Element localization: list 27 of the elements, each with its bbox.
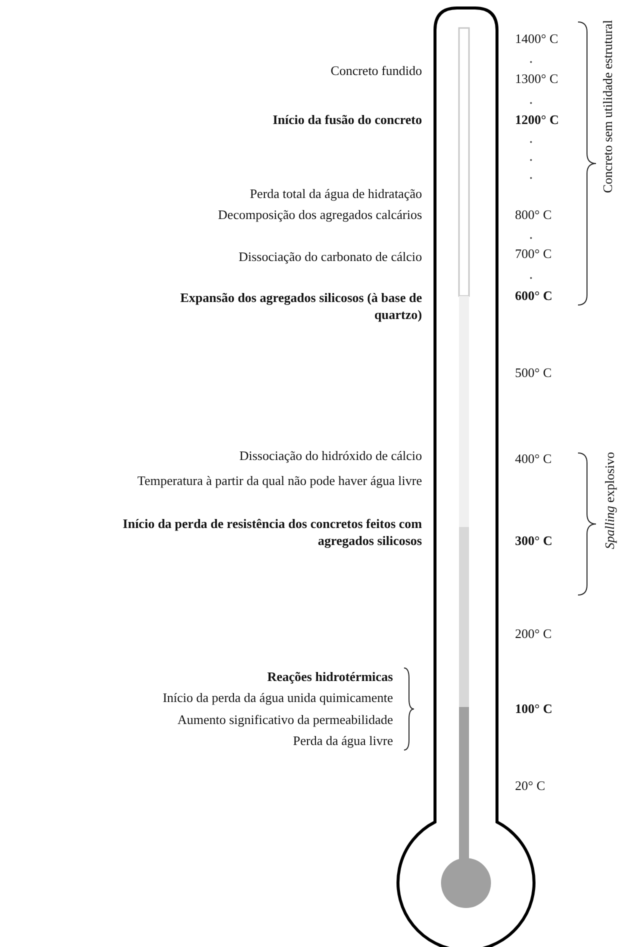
temperature-label: 400° C bbox=[515, 450, 552, 467]
annotation-text: Perda da água livre bbox=[293, 732, 393, 749]
temperature-label: 1300° C bbox=[515, 70, 558, 87]
temperature-label: 20° C bbox=[515, 777, 546, 794]
annotation-text: Início da fusão do concreto bbox=[272, 111, 422, 128]
annotation-text: Expansão dos agregados silicosos (à base de quartzo) bbox=[179, 289, 422, 323]
annotation-text: Temperatura à partir da qual não pode haver água livre bbox=[137, 472, 422, 489]
temperature-label: 100° C bbox=[515, 700, 552, 717]
temperature-label: 500° C bbox=[515, 364, 552, 381]
annotation-text: Início da perda de resistência dos concretos feitos com agregados silicosos bbox=[122, 515, 422, 549]
temperature-label: 800° C bbox=[515, 206, 552, 223]
range-label: Concreto sem utilidade estrutural bbox=[600, 20, 615, 193]
temperature-label: 200° C bbox=[515, 625, 552, 642]
annotation-text: Perda total da água de hidratação bbox=[250, 185, 422, 202]
range-label: Spalling explosivo bbox=[602, 452, 617, 550]
annotation-text: Reações hidrotérmicas bbox=[267, 668, 393, 685]
annotation-text: Concreto fundido bbox=[330, 62, 422, 79]
temperature-label: 700° C bbox=[515, 245, 552, 262]
temperature-label: 600° C bbox=[515, 287, 552, 304]
annotation-text: Dissociação do hidróxido de cálcio bbox=[239, 447, 422, 464]
temperature-label: 1400° C bbox=[515, 30, 558, 47]
annotation-text: Início da perda da água unida quimicamente bbox=[162, 689, 393, 706]
temperature-label: 1200° C bbox=[515, 111, 559, 128]
annotation-text: Dissociação do carbonato de cálcio bbox=[238, 248, 422, 265]
annotation-text: Decomposição dos agregados calcários bbox=[218, 206, 422, 223]
annotation-text: Aumento significativo da permeabilidade bbox=[177, 711, 393, 728]
temperature-label: 300° C bbox=[515, 532, 552, 549]
